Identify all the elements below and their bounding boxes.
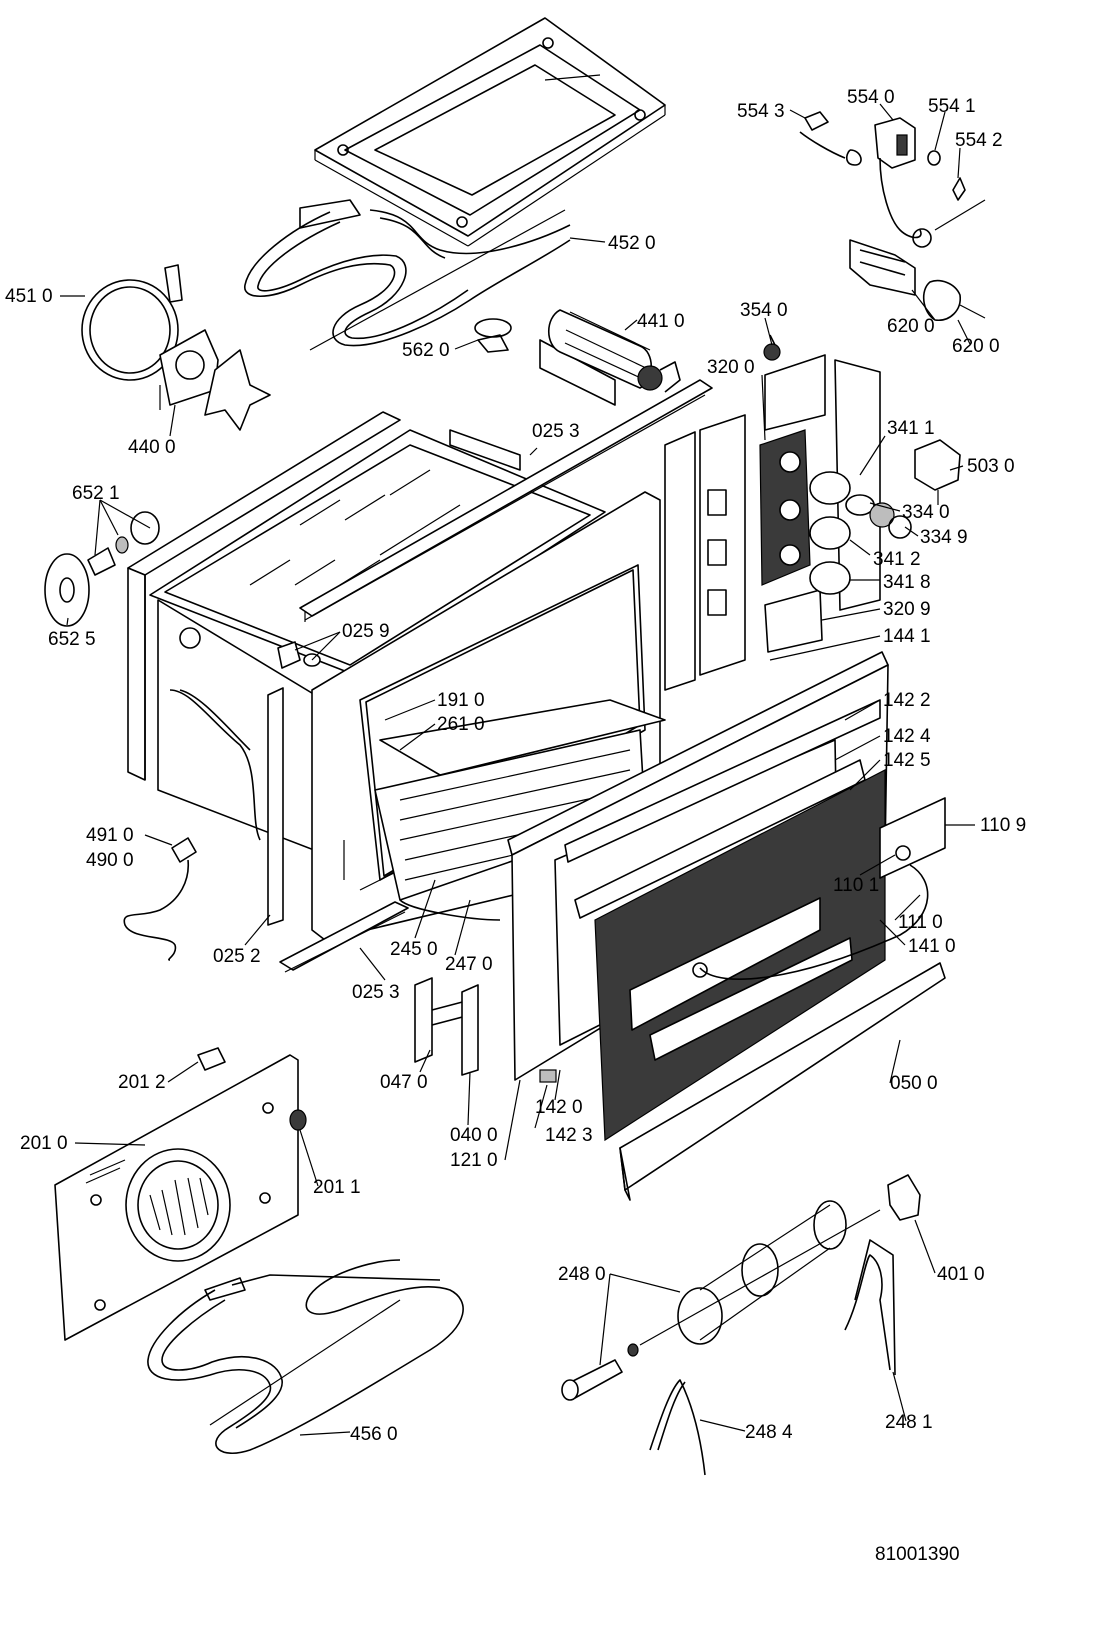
bottom-heating-element bbox=[147, 1259, 464, 1455]
label-341-8: 341 8 bbox=[883, 572, 931, 593]
oven-cavity bbox=[127, 411, 606, 861]
label-201-1: 201 1 bbox=[313, 1177, 361, 1198]
label-141-0: 141 0 bbox=[908, 936, 956, 957]
label-261-0: 261 0 bbox=[437, 714, 485, 735]
fan-motor-assembly bbox=[159, 329, 271, 431]
label-142-2: 142 2 bbox=[883, 690, 931, 711]
label-491-0: 491 0 bbox=[86, 825, 134, 846]
label-025-9: 025 9 bbox=[342, 621, 390, 642]
label-320-9: 320 9 bbox=[883, 599, 931, 620]
label-245-0: 245 0 bbox=[390, 939, 438, 960]
label-354-0: 354 0 bbox=[740, 300, 788, 321]
leader-lines bbox=[60, 103, 975, 1436]
label-490-0: 490 0 bbox=[86, 850, 134, 871]
label-142-5: 142 5 bbox=[883, 750, 931, 771]
label-201-2: 201 2 bbox=[118, 1072, 166, 1093]
label-050-0: 050 0 bbox=[890, 1073, 938, 1094]
label-191-0: 191 0 bbox=[437, 690, 485, 711]
label-201-0: 201 0 bbox=[20, 1133, 68, 1154]
label-441-0: 441 0 bbox=[637, 311, 685, 332]
grill-heating-element bbox=[244, 199, 571, 351]
timer-module bbox=[914, 439, 961, 505]
pilot-lamp bbox=[763, 334, 781, 361]
label-142-4: 142 4 bbox=[883, 726, 931, 747]
label-142-3: 142 3 bbox=[545, 1125, 593, 1146]
tangential-fan bbox=[539, 309, 681, 406]
label-110-1: 110 1 bbox=[833, 875, 879, 896]
top-cover-plate bbox=[314, 17, 666, 247]
label-554-2: 554 2 bbox=[955, 130, 1003, 151]
door-hinges bbox=[414, 977, 557, 1083]
label-452-0: 452 0 bbox=[608, 233, 656, 254]
label-341-1: 341 1 bbox=[887, 418, 935, 439]
label-456-0: 456 0 bbox=[350, 1424, 398, 1445]
label-503-0: 503 0 bbox=[967, 456, 1015, 477]
drawing-number: 81001390 bbox=[875, 1544, 960, 1565]
label-554-3: 554 3 bbox=[737, 101, 785, 122]
rotisserie-set bbox=[561, 1174, 921, 1476]
rear-fan-cover bbox=[54, 1047, 307, 1341]
part-number-labels: 554 3 554 0 554 1 554 2 452 0 451 0 562 … bbox=[5, 87, 1026, 1565]
label-121-0: 121 0 bbox=[450, 1150, 498, 1171]
label-047-0: 047 0 bbox=[380, 1072, 428, 1093]
cable-connector bbox=[123, 837, 197, 961]
label-248-1: 248 1 bbox=[885, 1412, 933, 1433]
label-247-0: 247 0 bbox=[445, 954, 493, 975]
label-040-0: 040 0 bbox=[450, 1125, 498, 1146]
label-320-0: 320 0 bbox=[707, 357, 755, 378]
label-440-0: 440 0 bbox=[128, 437, 176, 458]
label-142-0: 142 0 bbox=[535, 1097, 583, 1118]
label-652-1: 652 1 bbox=[72, 483, 120, 504]
label-334-0: 334 0 bbox=[902, 502, 950, 523]
label-401-0: 401 0 bbox=[937, 1264, 985, 1285]
label-554-0: 554 0 bbox=[847, 87, 895, 108]
label-248-0: 248 0 bbox=[558, 1264, 606, 1285]
label-025-2: 025 2 bbox=[213, 946, 261, 967]
bottom-rail bbox=[279, 901, 409, 973]
label-652-5: 652 5 bbox=[48, 629, 96, 650]
circular-fan-element bbox=[81, 264, 183, 381]
label-451-0: 451 0 bbox=[5, 286, 53, 307]
safety-thermostat bbox=[474, 318, 512, 353]
label-025-3-top: 025 3 bbox=[532, 421, 580, 442]
label-248-4: 248 4 bbox=[745, 1422, 793, 1443]
label-554-1: 554 1 bbox=[928, 96, 976, 117]
label-025-3-bottom: 025 3 bbox=[352, 982, 400, 1003]
control-panel-plate bbox=[759, 354, 912, 653]
label-620-0-a: 620 0 bbox=[887, 316, 935, 337]
label-111-0: 111 0 bbox=[898, 912, 943, 933]
label-620-0-b: 620 0 bbox=[952, 336, 1000, 357]
top-rail bbox=[299, 379, 713, 622]
label-144-1: 144 1 bbox=[883, 626, 931, 647]
left-side-rail bbox=[267, 641, 321, 926]
thermostat-group bbox=[799, 111, 986, 248]
selector-switch-block bbox=[849, 239, 986, 321]
label-334-9: 334 9 bbox=[920, 527, 968, 548]
oven-door-assembly bbox=[507, 651, 946, 1201]
thermostat-knob-parts bbox=[44, 511, 160, 627]
label-110-9: 110 9 bbox=[980, 815, 1026, 836]
label-341-2: 341 2 bbox=[873, 549, 921, 570]
label-562-0: 562 0 bbox=[402, 340, 450, 361]
wire-shelf-and-tray bbox=[374, 699, 666, 921]
